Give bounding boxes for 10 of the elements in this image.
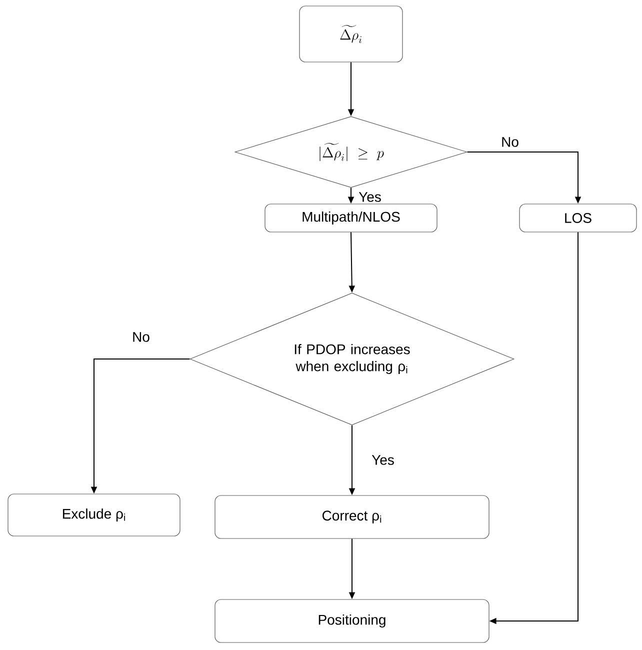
process-box: Multipath/NLOS: [264, 204, 438, 232]
edge-label: Yes: [370, 454, 396, 466]
process-box: Correct ρ$_{i}$: [214, 495, 490, 539]
process-box: $\widetilde{\Delta\rho}_i$: [299, 6, 403, 62]
process-box: Positioning: [214, 599, 490, 643]
edge-label: No: [500, 136, 520, 148]
process-box: Exclude ρ$_{i}$: [8, 494, 180, 536]
edge-label: Yes: [358, 191, 382, 203]
process-box: LOS: [519, 204, 637, 232]
edge-label: No: [131, 331, 151, 343]
